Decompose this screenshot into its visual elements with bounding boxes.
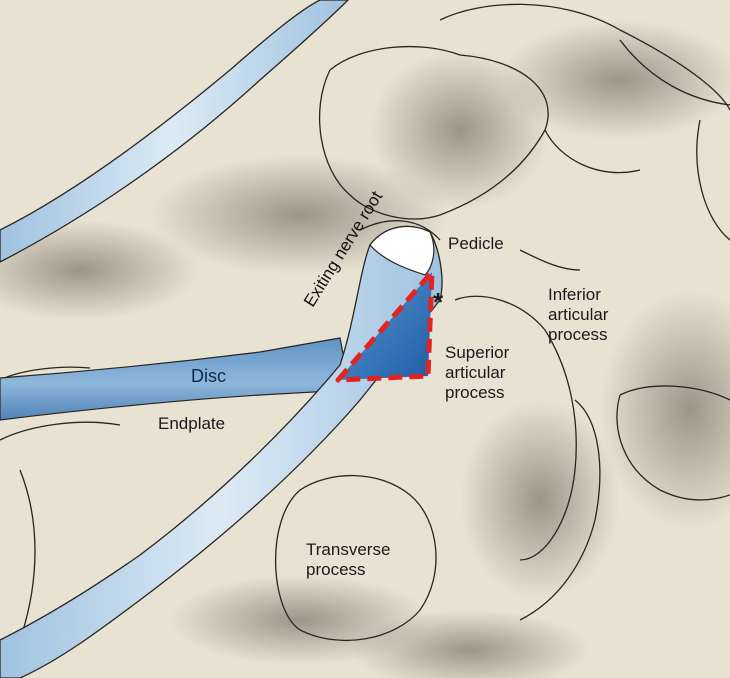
- label-transverse-process: Transverse process: [306, 540, 391, 579]
- triangle-dashed-outline: [335, 269, 435, 383]
- label-superior-articular-process: Superior articular process: [445, 343, 510, 402]
- asterisk-marker: *: [433, 287, 444, 317]
- bone-outlines: [0, 3, 730, 642]
- label-inferior-articular-process: Inferior articular process: [548, 285, 609, 344]
- label-disc: Disc: [191, 366, 226, 386]
- nerve-root-tip: [369, 225, 435, 276]
- upper-nerve: [0, 0, 349, 263]
- exiting-nerve-root: [0, 225, 443, 678]
- label-pedicle: Pedicle: [448, 234, 504, 253]
- label-endplate: Endplate: [158, 414, 226, 433]
